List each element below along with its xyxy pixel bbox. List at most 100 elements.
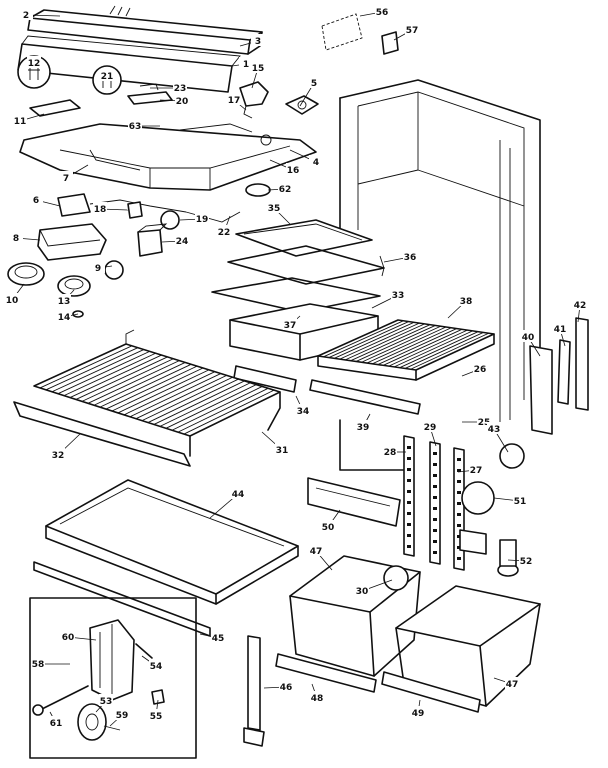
callout-c6: 6 — [29, 193, 61, 207]
part-62 — [245, 183, 271, 197]
callout-c46: 46 — [263, 680, 293, 693]
callout-label: 22 — [218, 228, 231, 238]
callout-label: 11 — [14, 117, 27, 127]
callout-label: 62 — [279, 185, 292, 195]
callout-c13: 13 — [57, 289, 75, 307]
callout-c20: 20 — [159, 94, 189, 107]
support-post — [243, 635, 265, 747]
callout-c58: 58 — [31, 657, 70, 670]
callout-label: 60 — [62, 633, 75, 643]
callout-c48: 48 — [310, 683, 324, 704]
glass-shelf — [45, 479, 299, 605]
callout-c31: 31 — [261, 431, 289, 456]
callout-label: 17 — [228, 96, 241, 106]
callout-label: 55 — [150, 712, 163, 722]
callout-label: 9 — [95, 264, 101, 274]
callout-label: 13 — [58, 297, 71, 307]
callout-label: 52 — [520, 557, 533, 567]
callout-c40: 40 — [521, 330, 541, 357]
callout-c5: 5 — [299, 76, 321, 107]
callout-label: 61 — [50, 719, 63, 729]
callout-c45: 45 — [199, 631, 225, 644]
bracket-parts — [29, 83, 173, 117]
callout-label: 26 — [474, 365, 487, 375]
callout-label: 8 — [13, 234, 19, 244]
callout-c32: 32 — [51, 433, 81, 461]
callout-label: 28 — [384, 448, 397, 458]
callout-c51: 51 — [493, 494, 527, 507]
callout-c12: 12 — [27, 56, 41, 69]
cold-control — [239, 81, 269, 119]
callout-c2: 2 — [19, 8, 61, 21]
callout-label: 6 — [33, 196, 39, 206]
callout-c28: 28 — [383, 445, 406, 458]
callout-c57: 57 — [393, 23, 419, 41]
callout-c52: 52 — [507, 554, 533, 567]
callout-label: 23 — [174, 84, 187, 94]
callout-c41: 41 — [553, 322, 567, 347]
control-knobs — [7, 260, 124, 318]
callout-c30: 30 — [355, 579, 393, 597]
callout-label: 34 — [297, 407, 310, 417]
callout-label: 43 — [488, 425, 501, 435]
callout-label: 20 — [176, 97, 189, 107]
callout-c22: 22 — [217, 215, 231, 238]
callout-label: 7 — [63, 174, 69, 184]
callout-label: 18 — [94, 205, 107, 215]
callout-c19: 19 — [179, 212, 209, 225]
callout-c38: 38 — [447, 294, 473, 319]
callout-label: 3 — [255, 37, 261, 47]
callout-c3: 3 — [239, 34, 265, 47]
part-5 — [285, 95, 319, 115]
control-housing — [17, 35, 241, 93]
callout-label: 58 — [32, 660, 45, 670]
callout-label: 29 — [424, 423, 437, 433]
callout-label: 40 — [522, 333, 535, 343]
callout-c59: 59 — [109, 708, 129, 727]
callout-label: 35 — [268, 204, 281, 214]
lamp-assembly — [57, 193, 241, 230]
wire-shelf-large — [13, 329, 281, 467]
callout-label: 27 — [470, 466, 483, 476]
callout-label: 59 — [116, 711, 129, 721]
callout-label: 39 — [357, 423, 370, 433]
callout-c36: 36 — [383, 250, 417, 263]
callout-label: 47 — [506, 680, 519, 690]
relay — [137, 223, 168, 257]
callout-c61: 61 — [49, 711, 63, 729]
lamp-housing — [37, 223, 107, 261]
callout-c50: 50 — [321, 509, 341, 533]
callout-label: 1 — [243, 60, 249, 70]
callout-label: 56 — [376, 8, 389, 18]
crisper-cover-shelf — [227, 219, 385, 285]
callout-c11: 11 — [13, 113, 45, 127]
callout-label: 53 — [100, 697, 113, 707]
callout-c37: 37 — [283, 315, 301, 331]
callout-label: 54 — [150, 662, 163, 672]
callout-label: 38 — [460, 297, 473, 307]
drawer-rails — [275, 653, 481, 713]
parts-56-57 — [321, 13, 399, 55]
callout-label: 45 — [212, 634, 225, 644]
callout-c35: 35 — [267, 201, 291, 225]
callout-c62: 62 — [267, 182, 292, 195]
drawer-cover — [307, 477, 401, 527]
callout-c55: 55 — [149, 699, 163, 722]
callout-c7: 7 — [59, 164, 89, 184]
callout-c39: 39 — [356, 413, 371, 433]
callout-label: 63 — [129, 122, 142, 132]
callout-c29: 29 — [423, 420, 437, 447]
callout-c27: 27 — [457, 463, 483, 476]
callout-c4: 4 — [289, 149, 323, 168]
callout-c15: 15 — [251, 61, 265, 89]
callout-c21: 21 — [100, 69, 114, 82]
callout-label: 15 — [252, 64, 265, 74]
callout-c24: 24 — [161, 234, 189, 247]
shelf-rails — [233, 365, 421, 415]
callout-c16: 16 — [269, 159, 300, 176]
callout-label: 2 — [23, 11, 29, 21]
callout-c44: 44 — [209, 487, 245, 519]
hinge-inset — [29, 597, 197, 759]
